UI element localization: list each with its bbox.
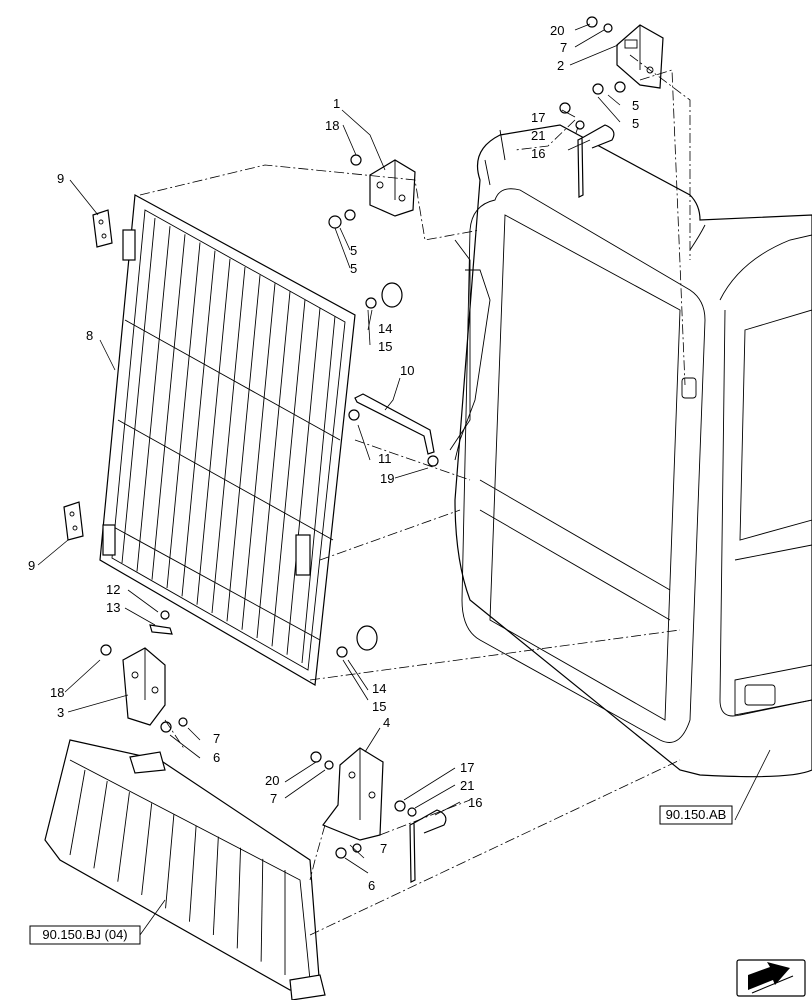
latch-part: [149, 624, 173, 635]
lock-pin-lower: [409, 809, 447, 883]
grille-bar: [181, 250, 216, 597]
grille-bar: [301, 315, 336, 664]
reference-guard-label: 90.150.BJ (04): [42, 927, 127, 942]
callout-5d: 5: [632, 116, 639, 131]
callout-5c: 5: [632, 98, 639, 113]
reference-cab-label: 90.150.AB: [666, 807, 727, 822]
callout-15a: 15: [378, 339, 392, 354]
callout-18a: 18: [325, 118, 339, 133]
callout-16b: 16: [468, 795, 482, 810]
callout-9a: 9: [57, 171, 64, 186]
callout-16a: 16: [531, 146, 545, 161]
callout-21a: 21: [531, 128, 545, 143]
callout-8: 8: [86, 328, 93, 343]
hinge-plate-lower: [63, 501, 84, 541]
cab-body: [449, 124, 812, 778]
callout-17a: 17: [531, 110, 545, 125]
callout-13: 13: [106, 600, 120, 615]
grille-bar: [136, 226, 171, 572]
callout-6a: 6: [213, 750, 220, 765]
grille-bar: [196, 258, 231, 605]
callout-6b: 6: [368, 878, 375, 893]
guard-bar: [141, 803, 153, 896]
callout-labels: 1 2 3 4 5 5 5 5 6 6 7 7 7 7 8 9 9 10 11 …: [28, 23, 639, 893]
guard-bar: [236, 847, 242, 949]
callout-3: 3: [57, 705, 64, 720]
hinge-bracket-lower-left: [122, 647, 166, 726]
grille-bar: [121, 217, 156, 564]
hinge-plate-upper: [92, 209, 113, 248]
callout-5b: 5: [350, 261, 357, 276]
bottom-guard: [44, 739, 326, 1000]
guard-bar: [212, 836, 219, 936]
callout-10: 10: [400, 363, 414, 378]
guard-bar: [93, 781, 108, 869]
hinge-bracket-upper-right: [616, 24, 664, 89]
callout-17b: 17: [460, 760, 474, 775]
callout-20a: 20: [550, 23, 564, 38]
reference-guard[interactable]: 90.150.BJ (04): [29, 925, 141, 945]
door-grille-frame: [99, 194, 356, 686]
callout-21b: 21: [460, 778, 474, 793]
callout-9b: 9: [28, 558, 35, 573]
guard-bar: [69, 769, 86, 856]
callout-7a: 7: [560, 40, 567, 55]
fasteners: [100, 16, 626, 859]
grille-bar: [256, 291, 291, 639]
navigation-arrow-icon[interactable]: [736, 959, 806, 997]
callout-5a: 5: [350, 243, 357, 258]
grille-bar: [166, 242, 201, 589]
grille-bar: [226, 275, 261, 622]
assembly-lines: [139, 54, 691, 936]
guard-bar: [260, 858, 264, 962]
callout-15b: 15: [372, 699, 386, 714]
callout-14a: 14: [378, 321, 392, 336]
callout-7d: 7: [380, 841, 387, 856]
grille-bar: [151, 234, 186, 580]
support-rod: [354, 393, 435, 455]
callout-18b: 18: [50, 685, 64, 700]
grille-bar: [286, 307, 321, 655]
grille-bar: [271, 299, 306, 647]
grille-bar: [241, 283, 276, 630]
callout-4: 4: [383, 715, 390, 730]
callout-12: 12: [106, 582, 120, 597]
callout-20b: 20: [265, 773, 279, 788]
callout-11: 11: [378, 451, 392, 466]
reference-cab[interactable]: 90.150.AB: [659, 805, 733, 825]
callout-14b: 14: [372, 681, 386, 696]
callout-1: 1: [333, 96, 340, 111]
grille-bar: [211, 266, 246, 614]
hinge-bracket-top: [369, 159, 416, 217]
lock-pin-upper: [577, 124, 615, 198]
callout-7b: 7: [213, 731, 220, 746]
callout-7c: 7: [270, 791, 277, 806]
guard-bar: [117, 792, 130, 882]
guard-bar: [188, 825, 197, 922]
leader-lines: [37, 23, 771, 936]
hinge-bracket-lower-center: [322, 747, 384, 841]
guard-bar: [165, 814, 175, 909]
callout-2: 2: [557, 58, 564, 73]
callout-19: 19: [380, 471, 394, 486]
